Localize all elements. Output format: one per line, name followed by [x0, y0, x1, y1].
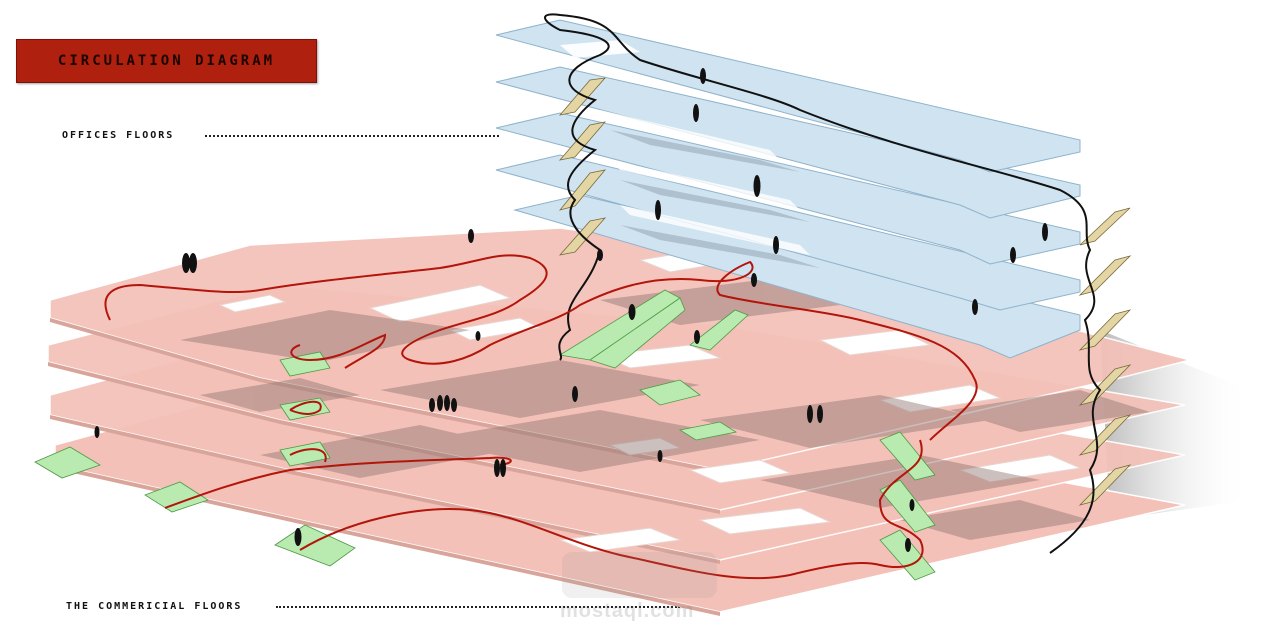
- commercial-floors-label: THE COMMERICIAL FLOORS: [66, 601, 243, 612]
- cast-shadows: [180, 280, 1150, 540]
- office-to-commercial-path: [558, 249, 601, 361]
- commercial-circulation-paths: [104, 254, 978, 580]
- commercial-leader-line: [276, 606, 680, 608]
- floor-openings: [218, 249, 1082, 553]
- diagram-title: CIRCULATION DIAGRAM: [57, 53, 276, 69]
- office-shadows: [610, 130, 820, 268]
- office-circulation-path: [544, 13, 1102, 554]
- office-slab: [495, 112, 1081, 265]
- office-floor-slabs: [495, 19, 1081, 359]
- office-slab: [495, 19, 1081, 173]
- office-slab: [495, 154, 1081, 311]
- office-slab: [495, 66, 1081, 219]
- ground-shadow: [1100, 330, 1250, 520]
- escalators: [34, 289, 936, 581]
- offices-floors-label: OFFICES FLOORS: [62, 130, 175, 141]
- watermark-text: mostaql.com: [560, 600, 695, 622]
- diagram-title-box: CIRCULATION DIAGRAM: [16, 39, 317, 83]
- people-figures: [94, 68, 1048, 552]
- watermark-logo: [562, 552, 717, 598]
- offices-leader-line: [205, 135, 499, 137]
